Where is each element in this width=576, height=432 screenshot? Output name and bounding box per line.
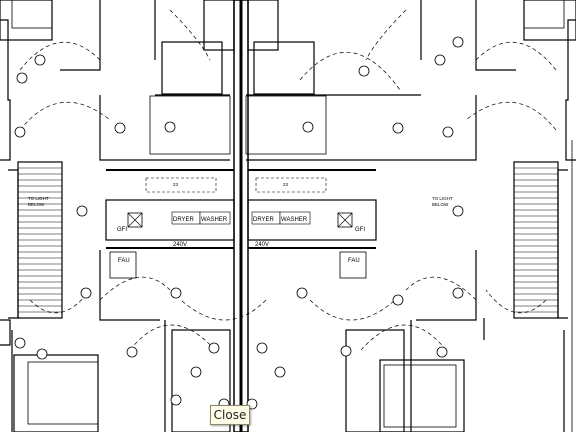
circle-tag: [126, 346, 138, 358]
dryer-label-left: DRYER: [173, 217, 195, 223]
washer-label-right: WASHER: [281, 217, 308, 223]
circle-tag: [452, 287, 464, 299]
circle-tag: [436, 346, 448, 358]
dim-label-right: 23: [283, 182, 289, 187]
dryer-label-right: DRYER: [253, 217, 275, 223]
gfi-label-left: GFI: [117, 227, 127, 233]
voltage-label-left: 240V: [173, 242, 187, 248]
circle-tag: [34, 54, 46, 66]
right-unit-outline: [565, 19, 576, 161]
circle-tag: [14, 126, 26, 138]
dim-label-left: 23: [173, 182, 179, 187]
circle-tag: [170, 394, 182, 406]
circle-tag: [36, 348, 48, 360]
circle-tag: [340, 345, 352, 357]
to-light-label-left: TO LIGHT: [28, 196, 49, 201]
fau-label-right: FAU: [348, 258, 360, 264]
circle-tag: [302, 121, 314, 133]
circle-tag: [256, 342, 268, 354]
below-label-right: BELOW: [432, 202, 449, 207]
circle-tag: [76, 205, 88, 217]
close-tooltip: Close: [210, 405, 250, 425]
circle-tag: [296, 287, 308, 299]
laundry-labels: DRYER WASHER DRYER WASHER 240V 240V GFI …: [28, 177, 453, 279]
circle-tag: [208, 342, 220, 354]
circle-tag: [190, 366, 202, 378]
circle-tag: [442, 126, 454, 138]
circle-tag: [170, 287, 182, 299]
circle-tag: [114, 122, 126, 134]
circle-tag: [164, 121, 176, 133]
circle-tag: [392, 122, 404, 134]
circle-tag: [16, 72, 28, 84]
gfi-label-right: GFI: [355, 227, 365, 233]
left-unit-outline: [0, 19, 11, 161]
circle-tag: [452, 36, 464, 48]
circle-tag: [274, 366, 286, 378]
circle-tag: [80, 287, 92, 299]
voltage-label-right: 240V: [255, 242, 269, 248]
fau-label-left: FAU: [118, 258, 130, 264]
circle-tag: [358, 65, 370, 77]
circle-tag: [434, 54, 446, 66]
circle-tag: [14, 337, 26, 349]
washer-label-left: WASHER: [201, 217, 228, 223]
circle-tag: [452, 205, 464, 217]
circle-tag: [392, 294, 404, 306]
laundry-left: [105, 199, 235, 241]
to-light-label-right: TO LIGHT: [432, 196, 453, 201]
laundry-right: [247, 199, 377, 241]
below-label-left: BELOW: [28, 202, 45, 207]
